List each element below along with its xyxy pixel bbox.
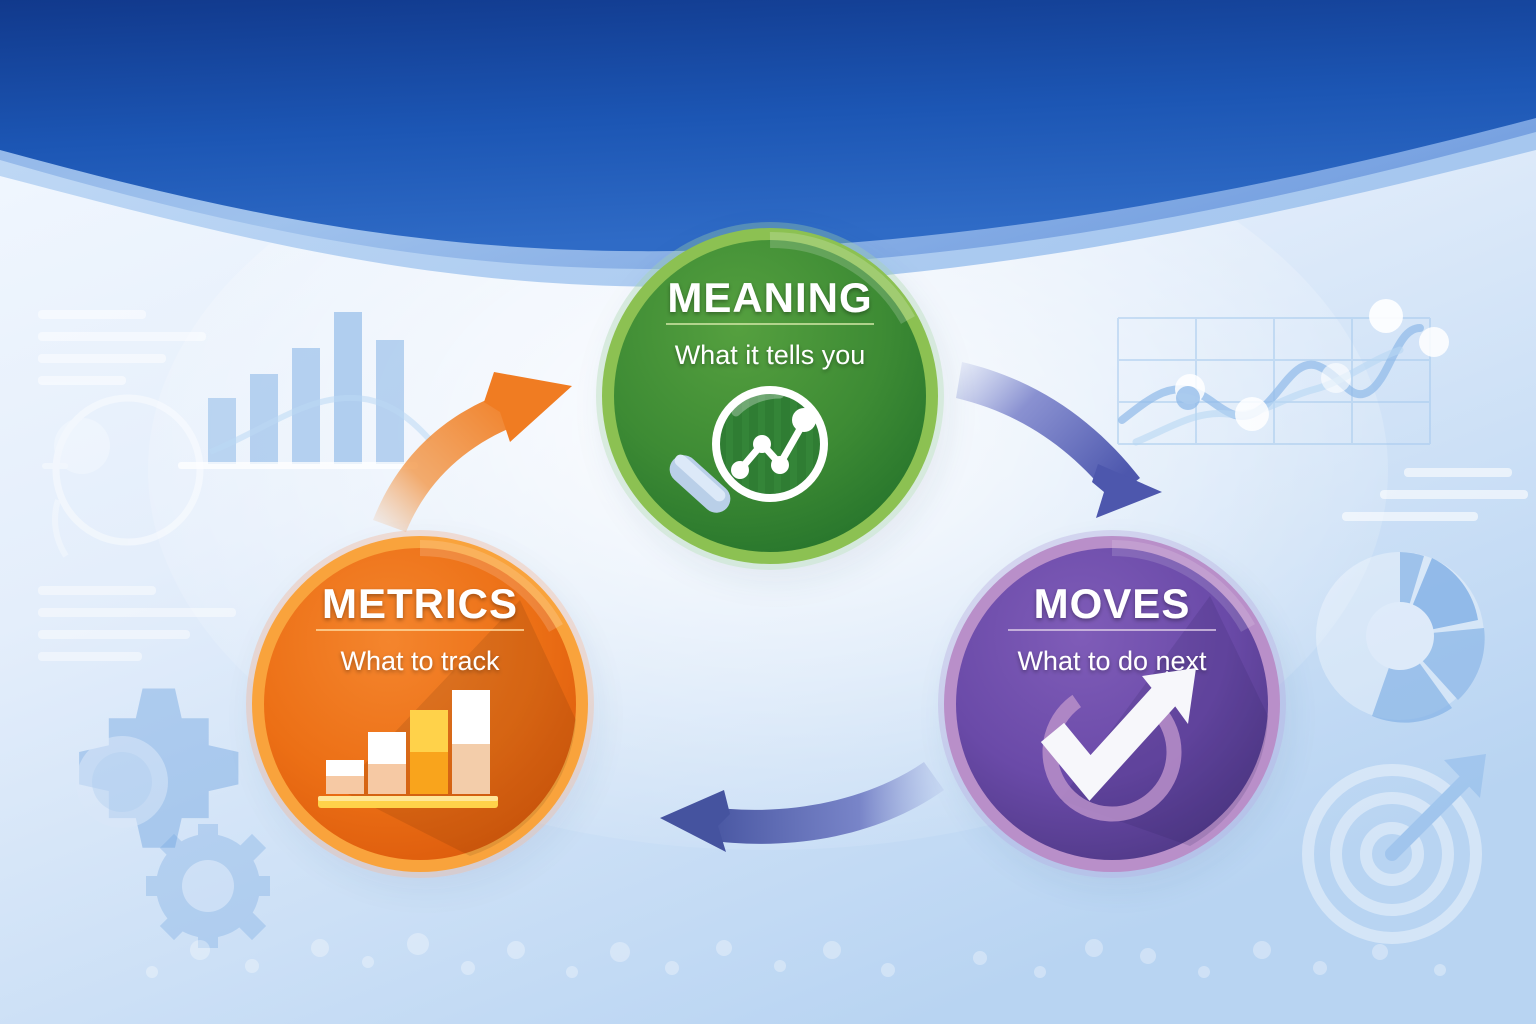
line-chart-icon (1117, 299, 1449, 446)
text-lines-icon (38, 310, 206, 385)
metrics-highlight (419, 540, 563, 632)
moves-subtitle: What to do next (1017, 646, 1207, 676)
meaning-highlight (769, 231, 915, 324)
meaning-title: MEANING (667, 274, 872, 321)
bar-chart-icon (318, 690, 498, 808)
moves-body (956, 548, 1268, 860)
text-lines-icon (1342, 468, 1528, 521)
wave-top-band (0, 0, 1536, 252)
pie-chart-icon (1316, 552, 1485, 723)
arrow-metrics-to-meaning (373, 372, 572, 532)
arrow-moves-to-metrics (660, 762, 944, 852)
gear-icon (146, 824, 270, 948)
target-icon (1302, 754, 1486, 944)
node-moves[interactable]: MOVES What to do next (938, 530, 1286, 878)
moves-title: MOVES (1034, 580, 1191, 627)
node-metrics[interactable]: METRICS What to track (246, 530, 594, 878)
bar-chart-icon (178, 312, 433, 469)
checkmark-arrow-icon (1040, 668, 1196, 822)
arrow-meaning-to-moves (956, 362, 1162, 518)
moves-highlight (1111, 540, 1255, 632)
text-lines-icon (38, 586, 236, 661)
node-meaning[interactable]: MEANING What it tells you (596, 222, 944, 570)
metrics-title: METRICS (322, 580, 518, 627)
dots-texture-icon (146, 933, 1446, 978)
gear-icon (76, 688, 239, 848)
magnifier-chart-icon (669, 386, 828, 513)
donut-outline-icon (42, 394, 204, 558)
meaning-subtitle: What it tells you (675, 340, 866, 370)
metrics-subtitle: What to track (340, 646, 500, 676)
